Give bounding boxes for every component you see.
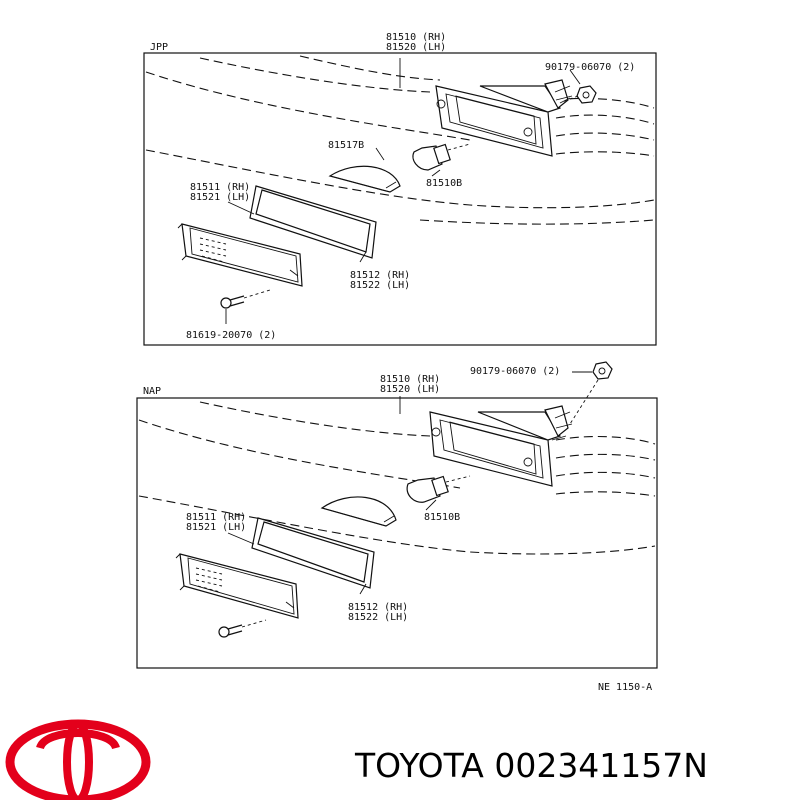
brand-name: TOYOTA <box>355 746 484 785</box>
panel-jpp-label-gasket-lh: 81522 (LH) <box>350 280 410 291</box>
panel-nap-lens-texture <box>195 567 223 593</box>
panel-nap-lens <box>175 553 299 619</box>
panel-jpp-label-housing-rh: 81510 (RH) <box>386 32 446 43</box>
panel-jpp-housing <box>435 79 573 157</box>
brand-part-caption: TOYOTA 002341157N <box>355 738 795 794</box>
panel-nap-label-lens-rh: 81511 (RH) <box>186 512 246 523</box>
panel-nap-market-label: NAP <box>143 386 161 397</box>
panel-jpp-nut <box>559 85 597 104</box>
panel-nap-label-lens-lh: 81521 (LH) <box>186 522 246 533</box>
panel-nap-frame <box>136 397 658 669</box>
figure-code: NE 1150-A <box>598 682 652 693</box>
panel-nap-gasket <box>251 517 375 589</box>
panel-jpp-lens-texture <box>199 237 227 263</box>
panel-nap-label-nut: 90179-06070 (2) <box>470 366 560 377</box>
panel-jpp-label-bulb: 81510B <box>426 178 462 189</box>
panel-nap-label-gasket-rh: 81512 (RH) <box>348 602 408 613</box>
panel-nap-label-housing-rh: 81510 (RH) <box>380 374 440 385</box>
panel-nap: NAP <box>136 361 658 669</box>
panel-jpp-frame <box>143 52 657 346</box>
panel-nap-label-bulb: 81510B <box>424 512 460 523</box>
panel-jpp-screw <box>220 289 271 309</box>
panel-jpp-bulb <box>412 143 471 171</box>
part-number: 002341157N <box>494 746 708 785</box>
panel-jpp-label-lens-rh: 81511 (RH) <box>190 182 250 193</box>
panel-jpp-body-contours <box>145 55 655 225</box>
panel-nap-label-housing-lh: 81520 (LH) <box>380 384 440 395</box>
panel-jpp-label-reflector: 81517B <box>328 140 364 151</box>
panel-jpp-label-lens-lh: 81521 (LH) <box>190 192 250 203</box>
panel-jpp-label-nut: 90179-06070 (2) <box>545 62 635 73</box>
panel-jpp: JPP <box>143 32 657 346</box>
panel-nap-screw <box>218 619 267 638</box>
panel-jpp-label-screw: 81619-20070 (2) <box>186 330 276 341</box>
panel-nap-nut <box>569 361 613 425</box>
panel-nap-bulb <box>406 475 471 503</box>
panel-jpp-lens <box>177 223 303 287</box>
panel-nap-housing <box>429 405 573 487</box>
panel-jpp-market-label: JPP <box>150 42 168 53</box>
panel-jpp-reflector <box>328 165 401 193</box>
panel-nap-label-gasket-lh: 81522 (LH) <box>348 612 408 623</box>
panel-jpp-label-housing-lh: 81520 (LH) <box>386 42 446 53</box>
panel-nap-reflector <box>320 496 397 527</box>
panel-jpp-label-gasket-rh: 81512 (RH) <box>350 270 410 281</box>
toyota-logo-icon <box>5 719 151 800</box>
